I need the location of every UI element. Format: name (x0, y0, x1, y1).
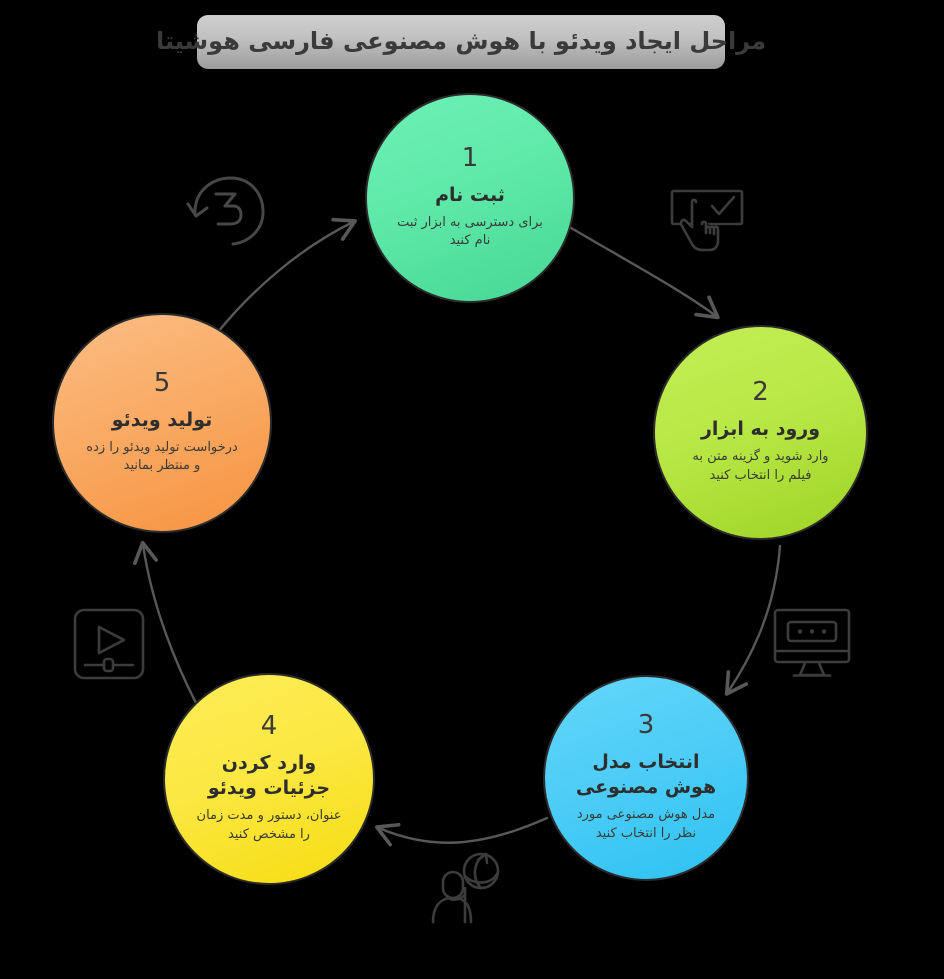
step-description: برای دسترسی به ابزار ثبت نام کنید (397, 214, 543, 249)
step-heading: ورود به ابزار (700, 418, 821, 441)
step-number: 5 (153, 367, 171, 398)
step-node-1[interactable]: 1 ثبت نام برای دسترسی به ابزار ثبت نام ک… (365, 93, 575, 303)
arrow-step5-to-step1 (216, 217, 357, 334)
arrow-step4-to-step5 (133, 540, 198, 705)
step-node-5[interactable]: 5 تولید ویدئو درخواست تولید ویدئو را زده… (52, 313, 272, 533)
step-heading: انتخاب مدل هوش مصنوعی (575, 751, 717, 799)
step-node-3[interactable]: 3 انتخاب مدل هوش مصنوعی مدل هوش مصنوعی م… (543, 675, 749, 881)
step-description: وارد شوید و گزینه متن به فیلم را انتخاب … (692, 449, 829, 483)
step-number: 1 (461, 142, 479, 173)
video-player-icon (72, 607, 146, 681)
step-number: 2 (752, 377, 769, 408)
person-globe-icon (425, 852, 509, 926)
step-description: مدل هوش مصنوعی مورد نظر را انتخاب کنید (576, 806, 716, 841)
step-number: 4 (260, 711, 278, 742)
arrow-step1-to-step2 (564, 223, 720, 320)
monitor-password-icon (772, 607, 862, 683)
step-heading: ثبت نام (435, 183, 505, 206)
step-heading: تولید ویدئو (111, 408, 213, 431)
arrow-step2-to-step3 (724, 544, 782, 696)
refresh-loop-icon (183, 172, 279, 254)
step-number: 3 (637, 710, 655, 741)
hand-click-checkbox-icon (668, 188, 752, 260)
step-description: درخواست تولید ویدئو را زده و منتظر بمانی… (86, 439, 238, 474)
page-title: مراحل ایجاد ویدئو با هوش مصنوعی فارسی هو… (156, 15, 766, 69)
step-node-2[interactable]: 2 ورود به ابزار وارد شوید و گزینه متن به… (653, 325, 868, 540)
page-title-text: مراحل ایجاد ویدئو با هوش مصنوعی فارسی هو… (155, 27, 767, 55)
arrow-step3-to-step4 (374, 816, 549, 847)
step-node-4[interactable]: 4 وارد کردن جزئیات ویدئو عنوان، دستور و … (163, 673, 375, 885)
step-description: عنوان، دستور و مدت زمان را مشخص کنید (196, 807, 342, 842)
step-heading: وارد کردن جزئیات ویدئو (207, 752, 331, 800)
